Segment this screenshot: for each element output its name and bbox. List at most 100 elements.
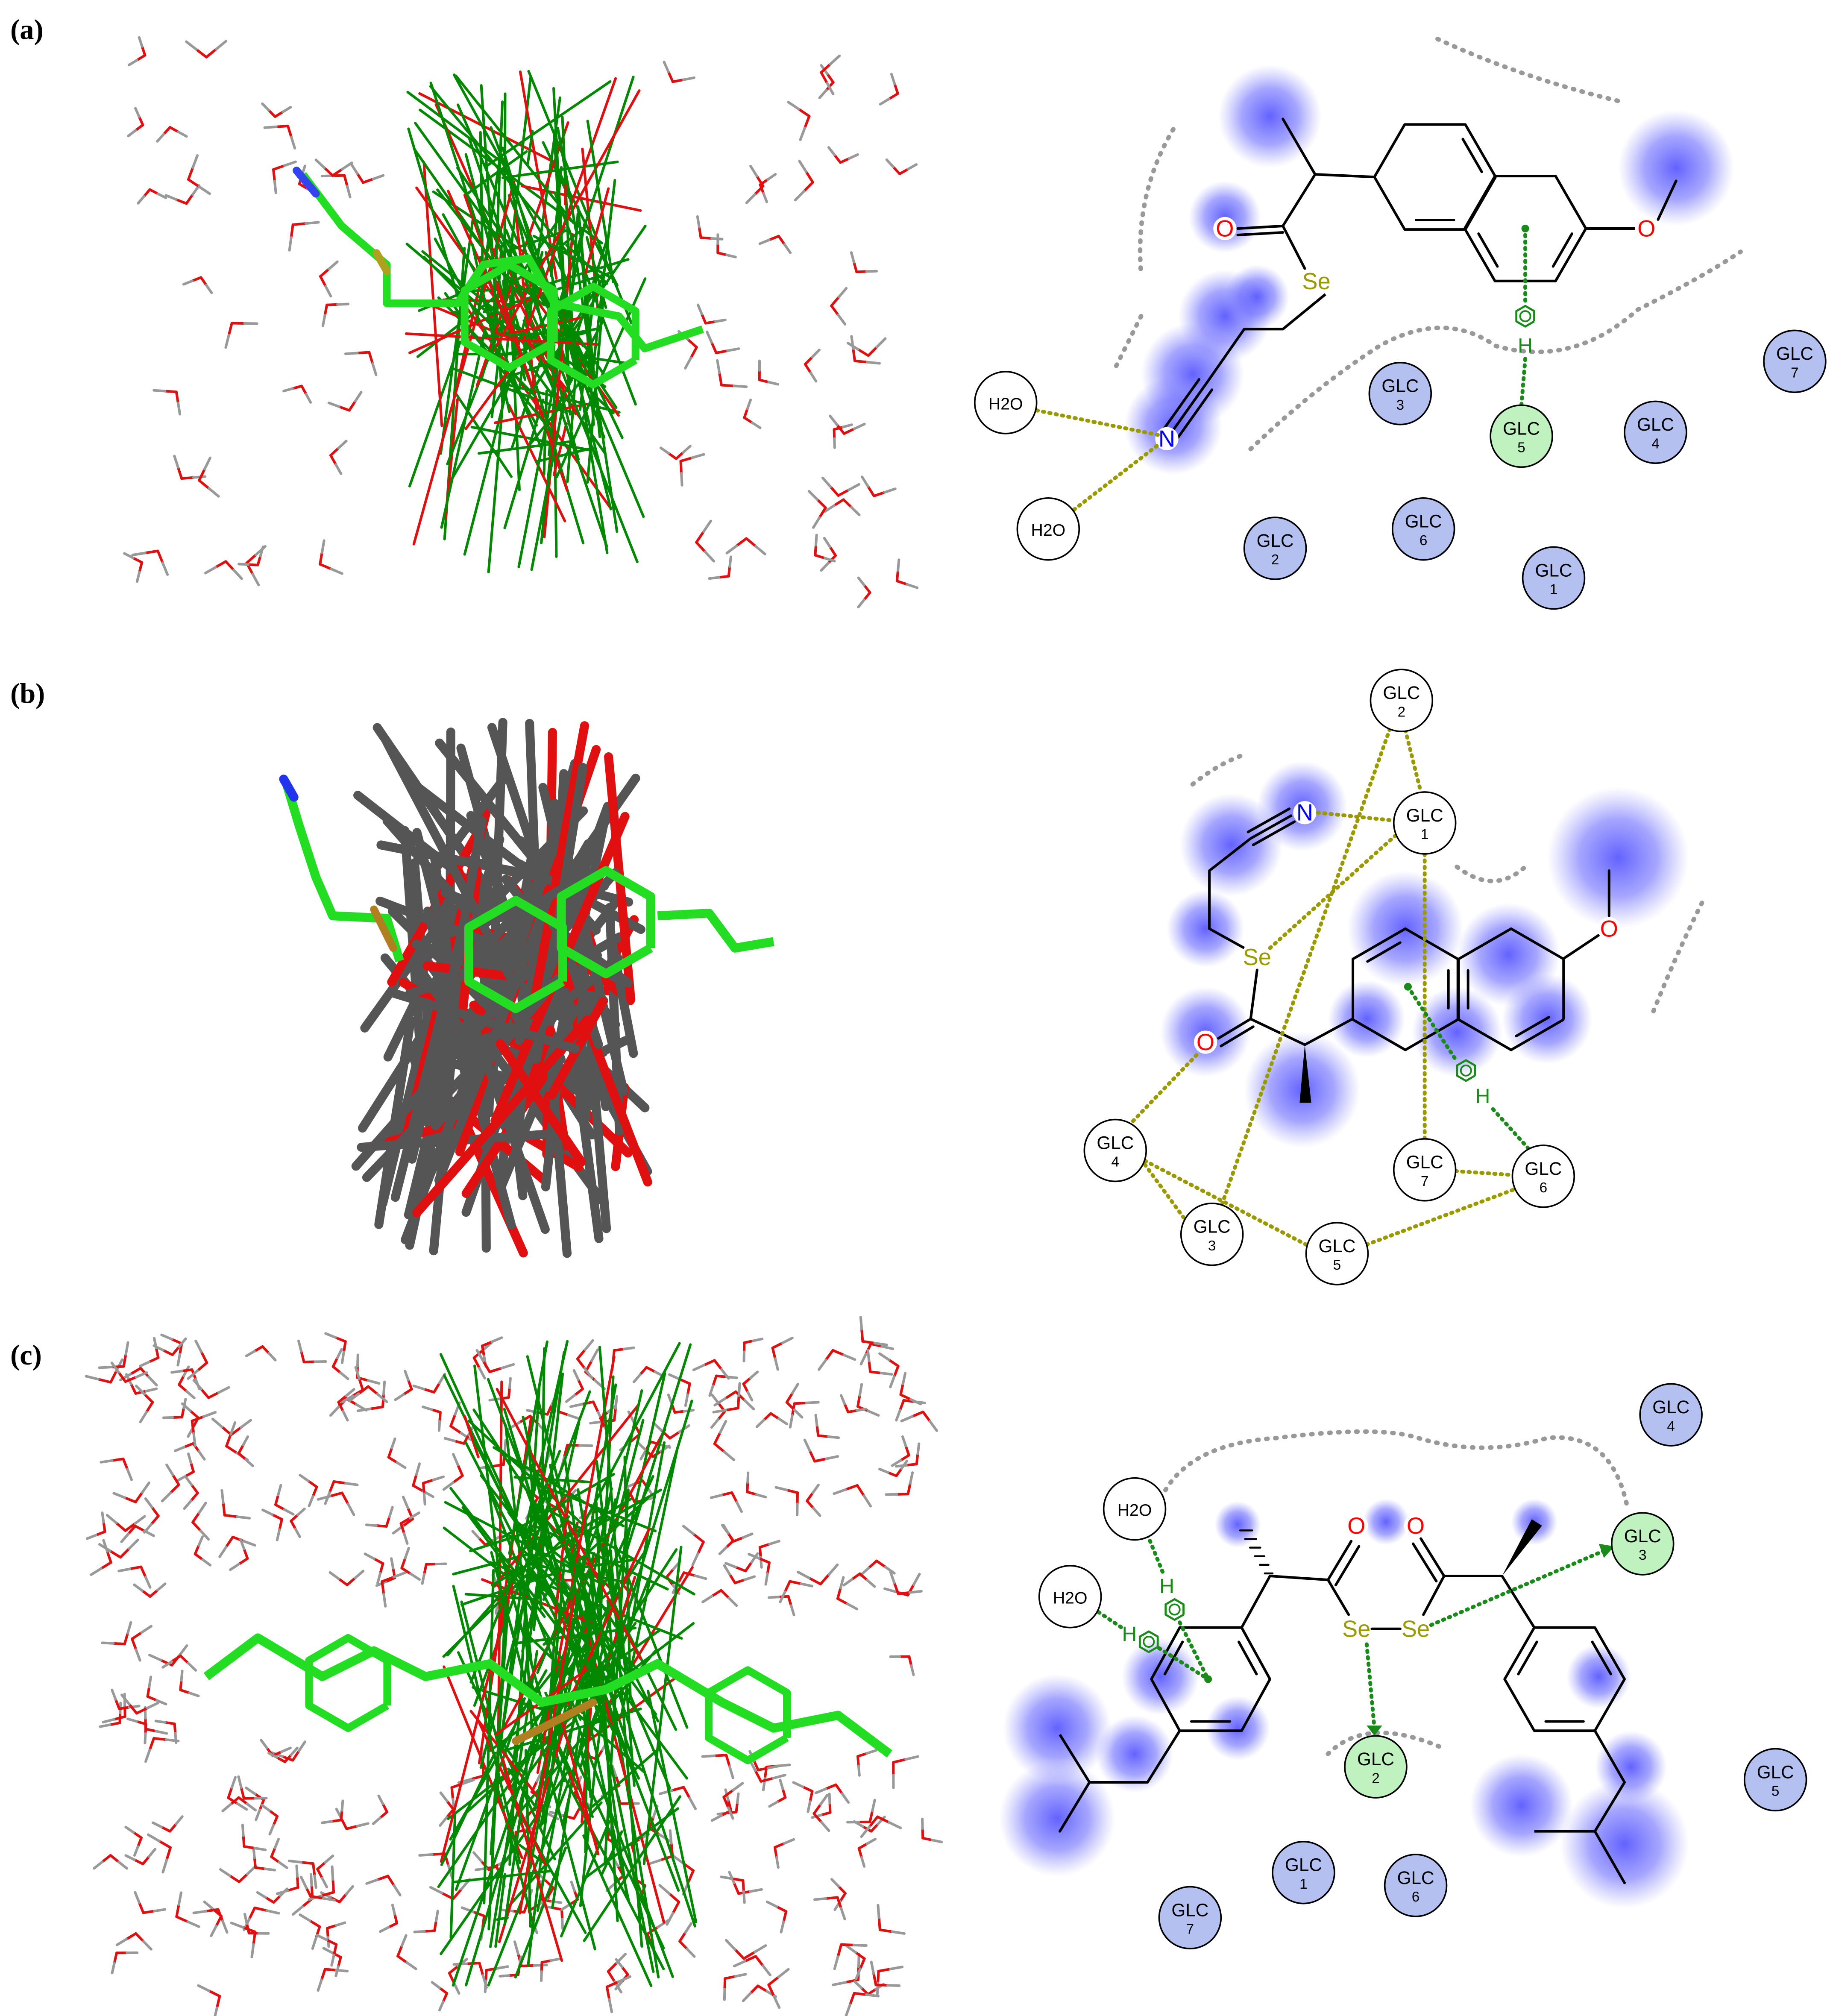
o-h-bond-hydrogen [390,1437,396,1450]
o-h-bond-hydrogen [873,1341,888,1347]
o-h-bond-hydrogen [299,1875,308,1890]
o-h-bond-oxygen [438,1987,449,1995]
o-h-bond-oxygen [261,1345,270,1355]
o-h-bond-oxygen [291,1749,300,1762]
water-stick [344,351,378,376]
o-h-bond-oxygen [687,1869,695,1884]
cd-bond [568,1772,598,1846]
o-h-bond-hydrogen [151,1821,163,1828]
o-h-bond-hydrogen [833,1488,847,1495]
o-h-bond-oxygen [472,1356,481,1370]
o-h-bond-hydrogen [182,279,194,286]
o-h-bond-oxygen [860,1987,870,1996]
bond [1268,1575,1329,1582]
o-h-bond-oxygen [323,1968,338,1972]
o-h-bond-hydrogen [197,1535,204,1547]
o-h-bond-hydrogen [256,1891,267,1899]
o-h-bond-oxygen [830,304,840,317]
o-h-bond-oxygen [381,1580,385,1595]
cd-bond [465,1552,595,1987]
o-h-bond-hydrogen [710,1814,723,1822]
water-stick [814,534,836,563]
o-h-bond-oxygen [332,1480,347,1485]
o-h-bond-hydrogen [723,1564,731,1576]
o-h-bond-hydrogen [496,1965,509,1970]
residue-name: GLC [1171,1900,1208,1920]
cd-bond [461,1506,546,1618]
o-h-bond-hydrogen [268,1824,275,1836]
o-h-bond-oxygen [276,1756,287,1764]
water-stick [341,1366,364,1403]
o-h-bond-oxygen [175,1915,189,1923]
residue-circle [1391,497,1455,561]
o-h-bond-hydrogen [188,1691,200,1697]
o-h-bond-hydrogen [147,1833,161,1843]
cd-bond [411,939,448,959]
selenium-atom: Se [1302,268,1330,294]
o-h-bond-oxygen [150,1514,160,1526]
triple-bond [1252,820,1296,846]
o-h-bond-oxygen [921,1410,931,1423]
water-stick [123,552,144,583]
cd-bond [450,308,551,481]
o-h-bond-hydrogen [742,1890,746,1904]
o-h-bond-oxygen [785,1488,799,1494]
o-h-bond-hydrogen [659,446,670,455]
water-stick [716,233,737,258]
nitrile-nitrogen [279,775,299,802]
double-bond [1238,1640,1258,1676]
o-h-bond-hydrogen [438,2000,445,2012]
o-h-bond-hydrogen [146,1702,159,1710]
o-h-bond-oxygen [899,1454,910,1462]
o-h-bond-oxygen [713,1431,721,1445]
atom-bg [1345,1617,1368,1640]
o-h-bond-oxygen [357,1385,370,1395]
o-h-bond-hydrogen [614,1981,623,1991]
water-stick [327,390,363,412]
o-h-bond-oxygen [551,1906,563,1911]
o-h-bond-oxygen [407,1379,413,1391]
cd-bond [507,1767,537,1809]
o-h-bond-hydrogen [900,1460,908,1470]
o-h-bond-oxygen [111,1457,125,1462]
water-stick [139,1337,160,1367]
o-h-bond-oxygen [143,1393,154,1404]
water-stick [219,1865,257,1883]
o-h-bond-hydrogen [392,1571,407,1579]
o-h-bond-oxygen [402,1517,414,1528]
water-stick [857,1837,877,1868]
o-h-bond-oxygen [728,1573,736,1585]
water-stick [187,1339,208,1380]
residue-circle [1624,400,1687,464]
o-h-bond-oxygen [785,1401,796,1411]
o-h-bond-hydrogen [344,1482,359,1486]
o-h-bond-hydrogen [376,1572,382,1585]
o-h-bond-oxygen [300,1350,305,1364]
cd-bond [583,1795,682,1942]
water-stick [98,1341,129,1369]
residue-circle [1180,1202,1244,1266]
o-h-bond-oxygen [290,223,294,239]
o-h-bond-oxygen [422,1482,425,1495]
o-h-bond-oxygen [124,1522,137,1532]
o-h-bond-hydrogen [748,1888,763,1893]
o-h-bond-hydrogen [883,487,897,494]
water-stick [746,1471,767,1499]
o-h-bond-oxygen [127,1525,137,1535]
o-h-bond-hydrogen [845,2003,851,2016]
o-h-bond-hydrogen [260,1739,268,1749]
o-h-bond-hydrogen [870,1960,875,1975]
o-h-bond-oxygen [191,276,202,282]
o-h-bond-hydrogen [230,1776,237,1789]
interaction-line [1364,1642,1376,1730]
o-h-bond-oxygen [887,1358,900,1367]
o-h-bond-oxygen [132,1831,143,1839]
water-stick [260,1803,279,1836]
o-h-bond-hydrogen [147,1848,157,1858]
o-h-bond-oxygen [387,1922,399,1929]
cd-bond [556,126,577,231]
o-h-bond-oxygen [833,498,845,507]
water-stick [682,1525,705,1567]
